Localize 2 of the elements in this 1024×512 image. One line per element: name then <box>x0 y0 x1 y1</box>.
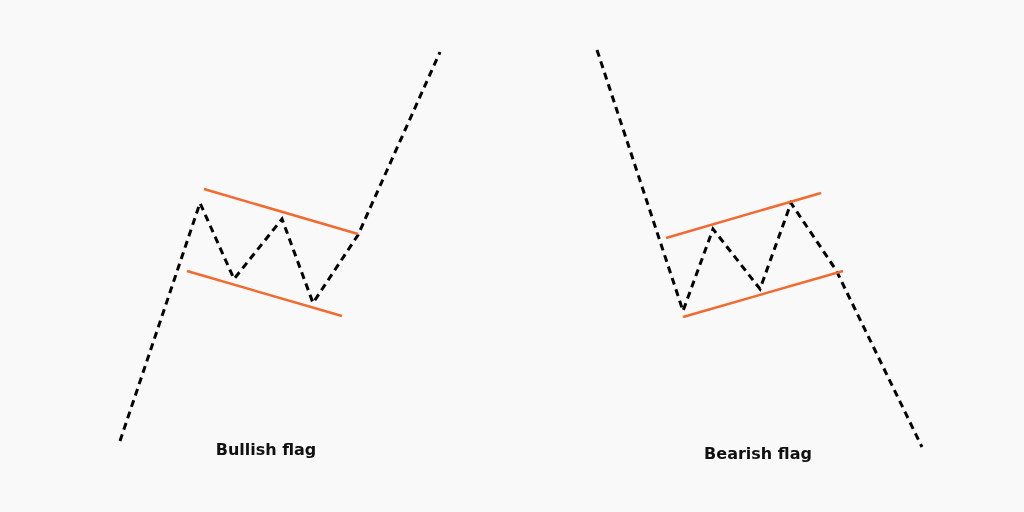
pattern-caption: Bullish flag <box>215 439 317 459</box>
pattern-caption: Bearish flag <box>704 443 812 463</box>
